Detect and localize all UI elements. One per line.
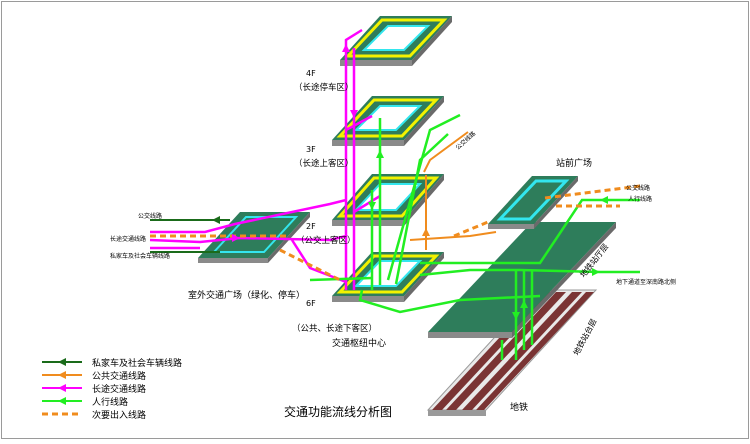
bus-routes (150, 131, 641, 282)
left-longdistance-label: 长途交通线路 (110, 235, 146, 243)
station-front-label: 站前广场 (556, 157, 592, 169)
right-arrow-icon (592, 268, 600, 276)
floor-3f-name: （长途上客区） (294, 158, 354, 169)
left-arrow-icon (58, 397, 66, 405)
right-pedestrian-label: 人行线路 (628, 195, 652, 203)
down-arrow-icon (512, 312, 520, 320)
arrow-marks (212, 44, 608, 320)
metro-label: 地铁 (510, 401, 528, 413)
left-bus-label: 公交线路 (138, 212, 162, 220)
down-arrow-icon (368, 202, 376, 210)
floor-2f-name: （公交上客区） (296, 235, 356, 246)
left-arrow-icon (58, 371, 66, 379)
up-arrow-icon (520, 300, 528, 308)
left-arrow-icon (212, 216, 220, 224)
right-arrow-icon (232, 234, 240, 242)
diagram-title: 交通功能流线分析图 (284, 404, 392, 419)
floor-2f-slab (332, 174, 444, 226)
floor-6f-name: （公共、长途下客区） (292, 323, 377, 334)
left-arrow-icon (600, 196, 608, 204)
down-arrow-icon (350, 110, 358, 118)
legend-label: 长途交通线路 (92, 383, 146, 395)
floor-6f-level: 6F (306, 299, 316, 308)
floor-3f-slab (332, 96, 444, 146)
pedestrian-routes (309, 113, 640, 360)
floor-3f-level: 3F (306, 145, 316, 154)
up-arrow-icon (422, 228, 430, 236)
metro-platform-label: 地铁站台层 (571, 317, 599, 357)
up-arrow-icon (342, 44, 350, 52)
left-arrow-icon (58, 384, 66, 392)
floor-2f-level: 2F (306, 222, 316, 231)
legend-label: 公共交通线路 (92, 370, 146, 382)
left-arrow-icon (58, 358, 66, 366)
left-private-label: 私家车及社会车辆线路 (110, 252, 170, 260)
underpass-label: 地下通道至深南路北侧 (616, 278, 676, 286)
outdoor-plaza-label: 室外交通广场（绿化、停车） (188, 289, 305, 301)
legend: 私家车及社会车辆线路 公共交通线路 长途交通线路 人行线路 次要出入线路 (42, 357, 182, 421)
floor-4f-name: （长途停车区） (294, 82, 354, 93)
up-arrow-icon (376, 150, 384, 158)
station-front-plaza (488, 176, 578, 229)
legend-label: 私家车及社会车辆线路 (92, 357, 182, 369)
legend-label: 人行线路 (92, 396, 128, 408)
floor-4f-level: 4F (306, 69, 316, 78)
metro-hall-slab (428, 222, 616, 338)
hub-label: 交通枢纽中心 (332, 337, 386, 349)
legend-label: 次要出入线路 (92, 409, 146, 421)
right-bus-label: 公交线路 (626, 184, 650, 192)
floor-4f-slab (340, 16, 452, 66)
